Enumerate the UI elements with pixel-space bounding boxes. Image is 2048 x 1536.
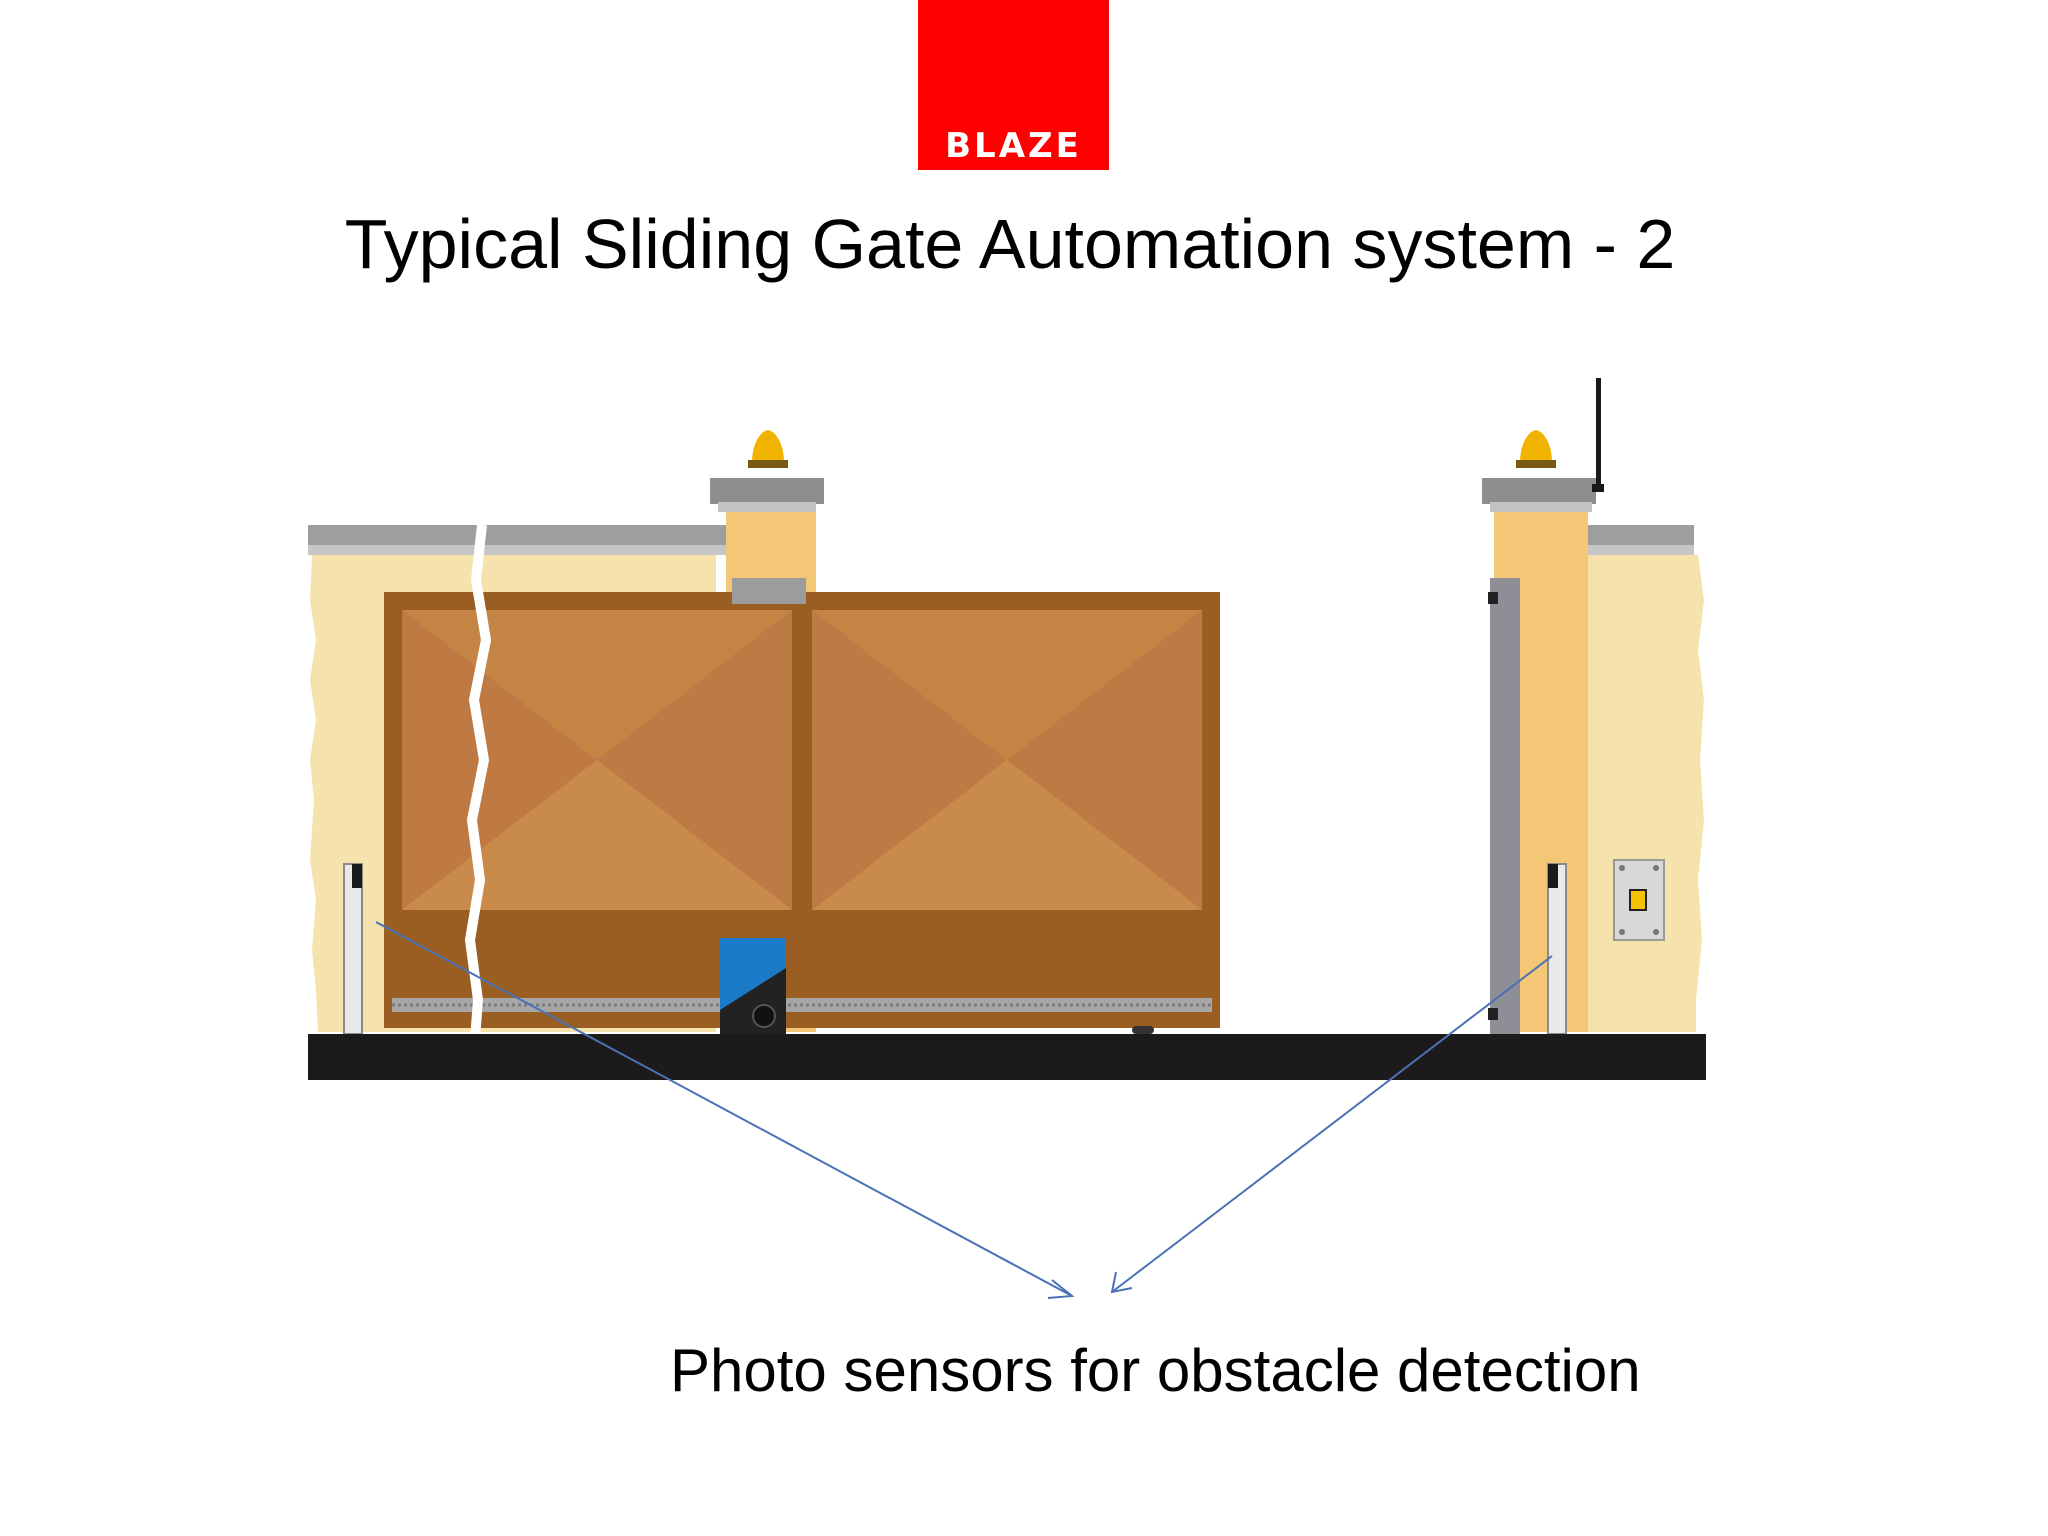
right-photo-sensor-icon <box>1547 863 1567 1035</box>
sliding-gate <box>384 578 1220 1034</box>
key-selector-switch-icon <box>1613 859 1665 941</box>
gate-motor-icon <box>720 938 786 1034</box>
sensor-caption: Photo sensors for obstacle detection <box>670 1337 1641 1404</box>
sensor-pointer-arrows <box>375 921 1553 1299</box>
blaze-logo: BLAZE <box>918 0 1109 170</box>
ground <box>308 1034 1706 1080</box>
left-warning-lamp-icon <box>748 430 788 468</box>
right-warning-lamp-icon <box>1516 430 1556 468</box>
right-wall <box>1588 525 1704 1032</box>
wall-break-line <box>464 524 492 1079</box>
left-photo-sensor-icon <box>343 863 363 1035</box>
antenna-icon <box>1592 378 1604 492</box>
gate-stop-post <box>1488 578 1520 1034</box>
logo-text: BLAZE <box>945 126 1082 166</box>
page-title: Typical Sliding Gate Automation system -… <box>344 205 1676 283</box>
